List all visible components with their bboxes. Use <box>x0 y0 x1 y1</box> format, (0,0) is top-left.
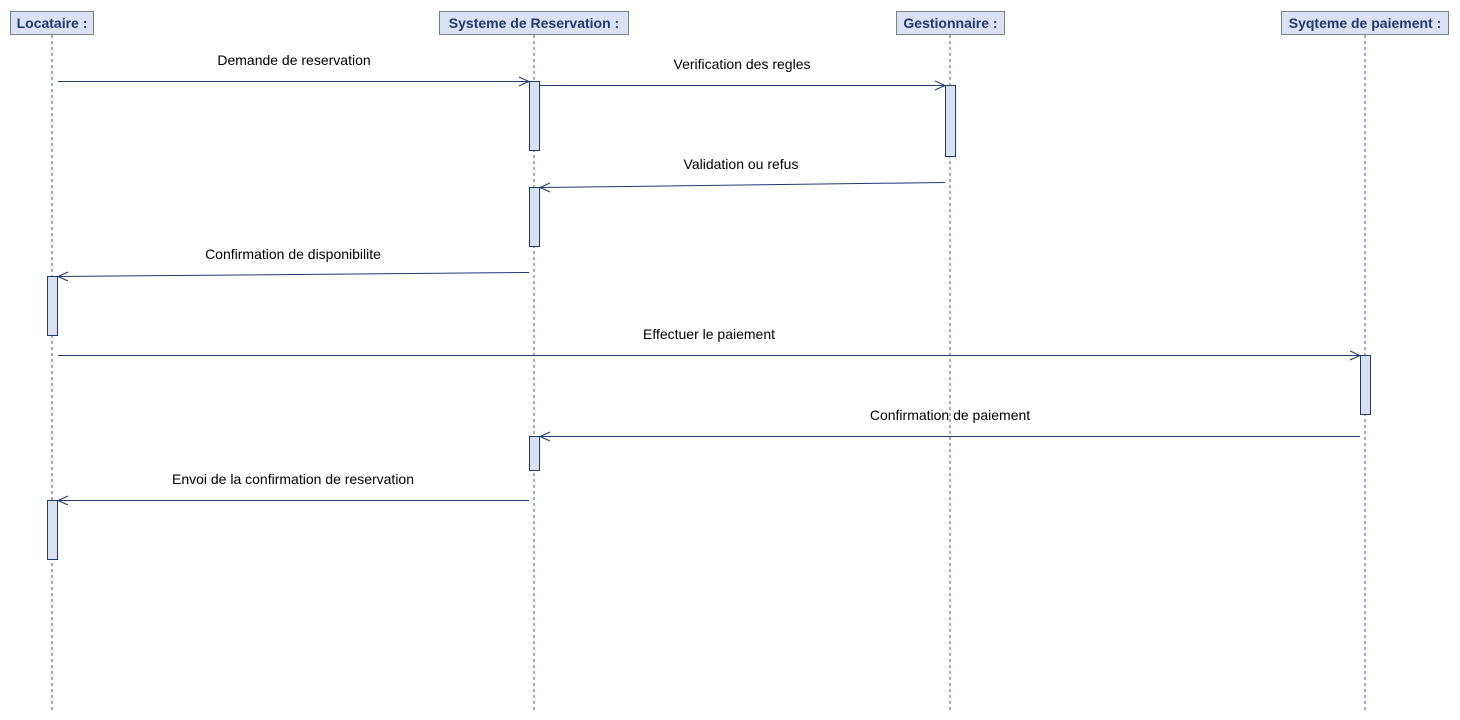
arrowhead-5 <box>1349 350 1362 361</box>
message-arrow-3 <box>539 182 946 188</box>
message-label-7: Envoi de la confirmation de reservation <box>171 471 415 487</box>
participant-locataire: Locataire : <box>10 11 94 35</box>
participant-gestionnaire: Gestionnaire : <box>896 11 1005 35</box>
message-label-4: Confirmation de disponibilite <box>205 246 381 262</box>
arrowhead-4 <box>56 271 69 282</box>
message-label-2: Verification des regles <box>673 56 811 72</box>
arrowhead-3 <box>538 182 551 193</box>
arrowhead-2 <box>934 80 947 91</box>
activation-gestionnaire-1 <box>945 85 956 157</box>
message-label-6: Confirmation de paiement <box>869 407 1031 423</box>
message-label-1: Demande de reservation <box>217 52 371 68</box>
participant-systeme-reservation: Systeme de Reservation : <box>439 11 629 35</box>
activation-systeme-3 <box>529 436 540 471</box>
message-arrow-4 <box>57 272 530 277</box>
message-label-5: Effectuer le paiement <box>642 326 776 342</box>
activation-locataire-2 <box>47 500 58 560</box>
arrowhead-1 <box>518 76 531 87</box>
activation-systeme-2 <box>529 187 540 247</box>
participant-systeme-paiement: Syqteme de paiement : <box>1281 11 1449 35</box>
activation-systeme-1 <box>529 81 540 151</box>
arrowhead-6 <box>538 431 551 442</box>
arrowhead-7 <box>56 495 69 506</box>
activation-paiement-1 <box>1360 355 1371 415</box>
message-label-3: Validation ou refus <box>683 156 799 172</box>
activation-locataire-1 <box>47 276 58 336</box>
